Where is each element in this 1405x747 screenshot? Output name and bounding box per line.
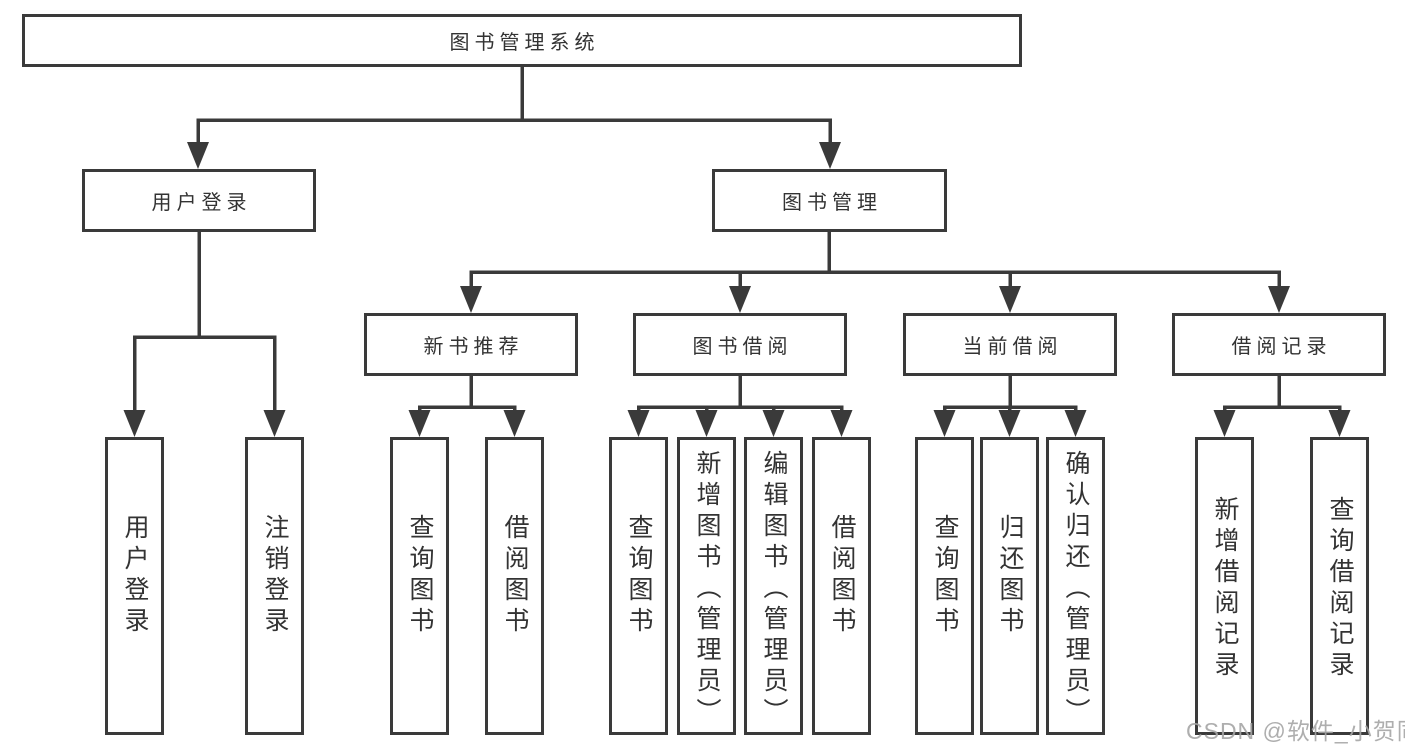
leaf-query-borrow-record: 查询借阅记录 — [1310, 437, 1369, 735]
node-label: 查询图书 — [625, 514, 653, 638]
node-label: 编辑图书（管理员） — [760, 449, 788, 729]
node-current-borrow: 当前借阅 — [903, 313, 1117, 376]
node-label: 用户登录 — [121, 514, 149, 638]
leaf-query-books-recommend: 查询图书 — [390, 437, 449, 735]
node-book-borrow: 图书借阅 — [633, 313, 847, 376]
node-label: 查询借阅记录 — [1326, 496, 1354, 682]
node-label: 借阅图书 — [828, 514, 856, 638]
leaf-add-book-admin: 新增图书（管理员） — [677, 437, 736, 735]
leaf-query-books-current: 查询图书 — [915, 437, 974, 735]
leaf-confirm-return-admin: 确认归还（管理员） — [1046, 437, 1105, 735]
connector-user-login — [132, 230, 277, 413]
leaf-add-borrow-record: 新增借阅记录 — [1195, 437, 1254, 735]
node-label: 确认归还（管理员） — [1062, 449, 1090, 729]
node-label: 归还图书 — [996, 514, 1024, 638]
node-root: 图书管理系统 — [22, 14, 1022, 67]
leaf-edit-book-admin: 编辑图书（管理员） — [744, 437, 803, 735]
node-borrow-records: 借阅记录 — [1172, 313, 1386, 376]
node-label: 新增借阅记录 — [1211, 496, 1239, 682]
node-label: 借阅记录 — [1231, 336, 1332, 358]
node-label: 图书管理 — [782, 192, 882, 214]
arrowheads — [123, 142, 1351, 437]
node-label: 当前借阅 — [962, 336, 1063, 358]
leaf-logout: 注销登录 — [245, 437, 304, 735]
node-label: 注销登录 — [261, 514, 289, 638]
node-book-management: 图书管理 — [712, 169, 947, 232]
node-label: 图书管理系统 — [449, 32, 600, 54]
connector-recommend — [417, 374, 517, 413]
node-label: 查询图书 — [931, 514, 959, 638]
connector-borrow — [636, 374, 844, 413]
connector-group — [132, 64, 1342, 413]
connector-book-mgmt — [469, 230, 1281, 289]
leaf-borrow-books: 借阅图书 — [812, 437, 871, 735]
node-user-login: 用户登录 — [82, 169, 316, 232]
connector-current — [942, 374, 1078, 413]
leaf-return-book: 归还图书 — [980, 437, 1039, 735]
node-label: 新增图书（管理员） — [693, 449, 721, 729]
node-new-book-recommend: 新书推荐 — [364, 313, 578, 376]
connector-root — [196, 64, 832, 145]
leaf-user-login: 用户登录 — [105, 437, 164, 735]
node-label: 查询图书 — [406, 514, 434, 638]
node-label: 用户登录 — [151, 192, 252, 214]
leaf-query-books-borrow: 查询图书 — [609, 437, 668, 735]
node-label: 图书借阅 — [692, 336, 793, 358]
node-label: 借阅图书 — [501, 514, 529, 638]
leaf-borrow-books-recommend: 借阅图书 — [485, 437, 544, 735]
node-label: 新书推荐 — [423, 336, 524, 358]
connector-records — [1222, 374, 1342, 413]
